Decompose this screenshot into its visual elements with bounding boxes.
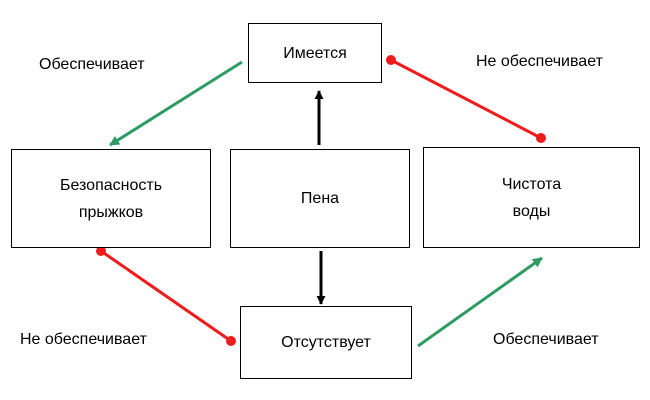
node-has: Имеется	[248, 23, 382, 83]
not-provides-dot-has	[386, 55, 396, 65]
node-water-cleanliness: Чистота воды	[423, 147, 640, 248]
not-provides-dot-safety	[96, 246, 106, 256]
not-provides-dot-absent	[226, 336, 236, 346]
not-provides-link-safety-to-absent	[100, 249, 232, 343]
provides-arrow-absent-to-clean	[417, 256, 543, 348]
provides-arrow-has-to-safety	[109, 60, 243, 147]
label-not-provides-bottom: Не обеспечивает	[20, 331, 147, 348]
not-provides-dot-clean	[536, 133, 546, 143]
label-not-provides-top: Не обеспечивает	[476, 53, 603, 70]
label-provides-top: Обеспечивает	[39, 56, 145, 73]
label-provides-bottom: Обеспечивает	[493, 331, 599, 348]
node-absent: Отсутствует	[240, 306, 412, 379]
node-jump-safety: Безопасность прыжков	[11, 149, 211, 248]
node-foam: Пена	[230, 149, 410, 248]
not-provides-link-has-to-clean	[390, 58, 542, 140]
